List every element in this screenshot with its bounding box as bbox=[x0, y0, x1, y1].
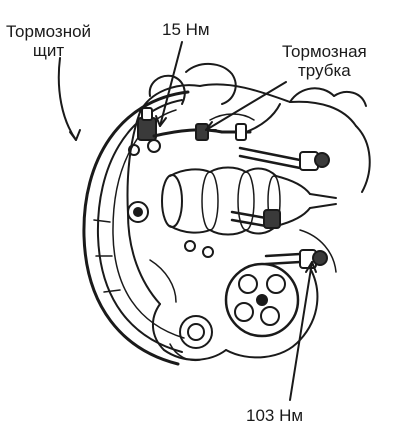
leader-brake-shield-head bbox=[69, 129, 81, 141]
label-brake-pipe-line2: трубка bbox=[298, 61, 351, 80]
leader-brake-pipe-head bbox=[205, 121, 217, 131]
label-torque-bottom: 103 Нм bbox=[246, 406, 304, 425]
middle-bolt bbox=[184, 209, 281, 258]
lower-bosses bbox=[169, 315, 213, 362]
label-brake-shield-line1: Тормозной bbox=[6, 22, 92, 41]
label-brake-pipe-line1: Тормозная bbox=[282, 42, 367, 61]
label-brake-shield: Тормозной щит bbox=[6, 22, 91, 60]
label-torque-top: 15 Нм bbox=[162, 20, 210, 39]
leader-brake-shield bbox=[57, 57, 77, 141]
leader-torque-top bbox=[159, 41, 183, 127]
lower-ball-joint-bolt bbox=[264, 249, 328, 269]
leader-torque-bottom bbox=[289, 261, 313, 401]
leader-torque-bottom-head bbox=[305, 261, 317, 273]
leader-brake-pipe bbox=[205, 81, 287, 131]
caliper-mount bbox=[128, 107, 161, 156]
leader-torque-top-head bbox=[155, 115, 167, 127]
steering-knuckle bbox=[126, 63, 371, 361]
label-brake-pipe: Тормозная трубка bbox=[282, 42, 367, 80]
label-brake-shield-line2: щит bbox=[32, 41, 65, 60]
drive-shaft-boot bbox=[161, 166, 337, 236]
upper-bracket-bolt bbox=[238, 146, 330, 171]
leader-lines bbox=[57, 41, 317, 401]
brake-pipe bbox=[152, 103, 281, 141]
wheel-hub bbox=[224, 262, 300, 338]
pivot-bolt bbox=[127, 201, 149, 223]
